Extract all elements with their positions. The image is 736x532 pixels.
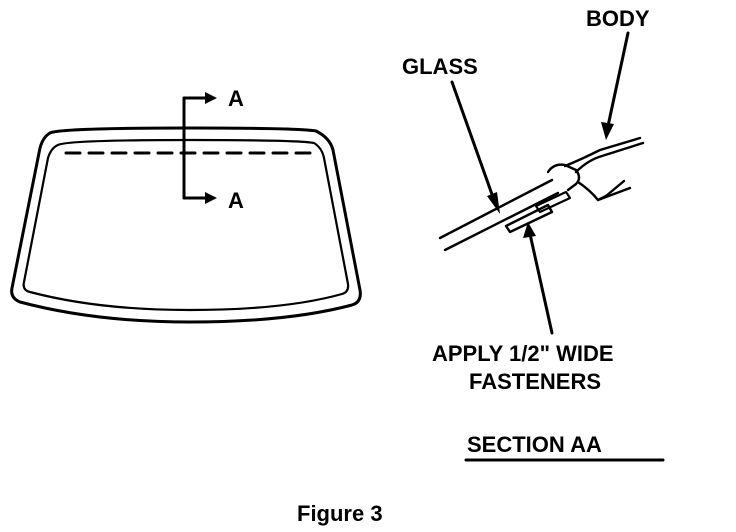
fastener-label-line1: APPLY 1/2" WIDE — [432, 341, 614, 366]
section-detail — [438, 136, 645, 252]
body-flange-inner — [574, 141, 645, 174]
arrow-head-icon — [487, 192, 500, 214]
windshield-front-view — [10, 126, 362, 324]
section-title: SECTION AA — [467, 432, 602, 457]
fastener-leader — [528, 232, 554, 335]
arrow-head-icon — [205, 192, 217, 204]
fastener-tape-2 — [534, 190, 572, 214]
body-flange-upper — [563, 136, 642, 168]
fastener-label-line2: FASTENERS — [469, 369, 601, 394]
windshield-inner-edge — [22, 138, 350, 312]
glass-leader — [450, 80, 496, 202]
arrow-head-icon — [205, 92, 217, 104]
body-flange-return — [596, 179, 626, 202]
glass-label: GLASS — [402, 54, 478, 79]
glass-edge-upper — [438, 178, 554, 240]
section-cut-line — [182, 92, 217, 204]
fastener-tape — [504, 203, 554, 234]
body-label: BODY — [586, 6, 650, 31]
section-marker-a-bottom: A — [228, 188, 244, 213]
section-marker-a-top: A — [228, 86, 244, 111]
body-leader — [606, 31, 630, 128]
glass-edge-lower — [443, 191, 560, 252]
arrow-head-icon — [601, 122, 614, 140]
arrow-head-icon — [523, 222, 536, 238]
retaining-clip — [546, 163, 581, 192]
figure-caption: Figure 3 — [297, 501, 383, 526]
windshield-outer-edge — [10, 126, 362, 324]
